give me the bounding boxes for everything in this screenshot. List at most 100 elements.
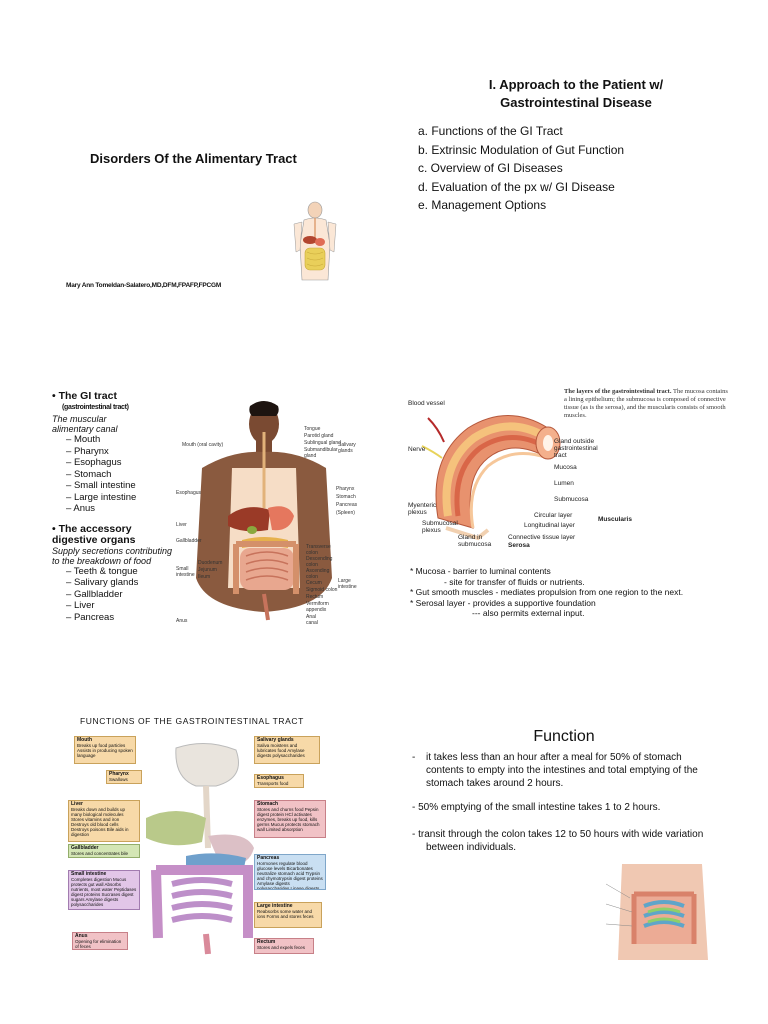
paragraph-1: - it takes less than an hour after a mea… bbox=[412, 752, 722, 790]
list-item: Gallbladder bbox=[66, 589, 172, 601]
box-rectum-desc: Stores and expels feces bbox=[257, 945, 306, 950]
list-item: Stomach bbox=[66, 469, 172, 481]
note-line: * Mucosa - barrier to luminal contents bbox=[410, 566, 551, 576]
list-item: Salivary glands bbox=[66, 577, 172, 589]
box-small-intestine-desc: Completes digestion Mucus protects gut w… bbox=[71, 877, 137, 907]
fig-label-gallbladder: Gallbladder bbox=[176, 538, 202, 544]
list-item: Pharynx bbox=[66, 446, 172, 458]
gi-tract-heading: • The GI tract bbox=[52, 390, 117, 402]
slide-2-list: a. Functions of the GI Tract b. Extrinsi… bbox=[418, 122, 624, 215]
abdomen-image bbox=[604, 864, 722, 960]
box-anus-title: Anus bbox=[75, 933, 88, 939]
box-esophagus-title: Esophagus bbox=[257, 775, 284, 781]
accessory-list: Teeth & tongue Salivary glands Gallbladd… bbox=[52, 566, 172, 624]
box-anus-desc: Opening for elimination of feces bbox=[75, 939, 122, 949]
box-large-intestine-title: Large intestine bbox=[257, 903, 293, 909]
box-gallbladder-title: Gallbladder bbox=[71, 845, 99, 851]
box-stomach-desc: Stores and churns food Pepsin digest pro… bbox=[257, 807, 320, 832]
label-lumen: Lumen bbox=[554, 480, 574, 487]
note-line: - site for transfer of fluids or nutrien… bbox=[444, 576, 585, 587]
digestive-figure-small bbox=[293, 201, 337, 281]
layers-caption-bold: The layers of the gastrointestinal tract… bbox=[564, 388, 672, 395]
label-gland-submucosa: Gland in submucosa bbox=[458, 534, 492, 548]
list-item: Small intestine bbox=[66, 480, 172, 492]
slide-5: FUNCTIONS OF THE GASTROINTESTINAL TRACT … bbox=[0, 680, 384, 1024]
list-item: a. Functions of the GI Tract bbox=[418, 124, 563, 138]
accessory-heading: • The accessory digestive organs bbox=[52, 522, 136, 546]
label-connective: Connective tissue layer bbox=[508, 534, 576, 541]
list-item: Anus bbox=[66, 503, 172, 515]
slide-1-title: Disorders Of the Alimentary Tract bbox=[90, 151, 297, 166]
slide-6-body: - it takes less than an hour after a mea… bbox=[412, 752, 722, 855]
fig-label-salivary: Salivary glands bbox=[338, 442, 356, 454]
note-line: --- also permits external input. bbox=[472, 608, 585, 618]
slide-6: Function - it takes less than an hour af… bbox=[384, 680, 768, 1024]
fig-label-tongue: Tongue bbox=[304, 426, 321, 432]
torso-illustration bbox=[196, 401, 332, 621]
fig-label-liver: Liver bbox=[176, 522, 187, 528]
list-item: Liver bbox=[66, 600, 172, 612]
accessory-title: The accessory digestive organs bbox=[52, 522, 136, 546]
paragraph-3: - transit through the colon takes 12 to … bbox=[412, 829, 704, 853]
gi-layers-illustration bbox=[421, 415, 561, 541]
label-gland-outside: Gland outside gastrointestinal tract bbox=[554, 438, 598, 459]
paragraph-2: - 50% emptying of the small intestine ta… bbox=[412, 802, 661, 814]
fig-label-sigmoid: Sigmoid colon bbox=[306, 587, 338, 593]
label-serosa: Serosa bbox=[508, 542, 530, 549]
box-pharynx-title: Pharynx bbox=[109, 771, 129, 777]
box-pancreas-desc: Hormones regulate blood glucose levels B… bbox=[257, 861, 323, 890]
gi-tract-title: The GI tract bbox=[58, 390, 117, 402]
fig-label-duodenum: Duodenum bbox=[198, 560, 223, 566]
fig-label-parotid: Parotid gland bbox=[304, 433, 334, 439]
slide-2: I. Approach to the Patient w/ Gastrointe… bbox=[384, 0, 768, 340]
label-nerve: Nerve bbox=[408, 446, 426, 453]
fig-label-spleen: (Spleen) bbox=[336, 510, 355, 516]
box-esophagus-desc: Transports food bbox=[257, 781, 289, 786]
list-item: c. Overview of GI Diseases bbox=[418, 161, 563, 175]
slide-1: Disorders Of the Alimentary Tract Mary A… bbox=[0, 0, 384, 340]
paragraph-1-text: it takes less than an hour after a meal … bbox=[426, 752, 698, 789]
box-large-intestine-desc: Reabsorbs some water and ions Forms and … bbox=[257, 909, 314, 919]
layers-caption: The layers of the gastrointestinal tract… bbox=[564, 388, 728, 420]
box-gallbladder-desc: Stores and concentrates bile bbox=[71, 851, 129, 856]
slide-4: The layers of the gastrointestinal tract… bbox=[384, 340, 768, 680]
layers-figure: The layers of the gastrointestinal tract… bbox=[408, 388, 728, 552]
fig-label-mouth: Mouth (oral cavity) bbox=[182, 442, 224, 448]
box-pharynx-desc: Swallows bbox=[109, 777, 128, 782]
fig-label-appendix: Vermiform appendix bbox=[306, 601, 329, 613]
fig-label-ileum: Ileum bbox=[198, 574, 211, 580]
fig-label-cecum: Cecum bbox=[306, 580, 322, 586]
slide-2-title-line2: Gastrointestinal Disease bbox=[500, 95, 652, 110]
fig-label-descending: Descending colon bbox=[306, 556, 333, 568]
slide-2-title-line1: I. Approach to the Patient w/ bbox=[488, 77, 664, 92]
gi-tract-sub: (gastrointestinal tract) bbox=[62, 404, 129, 411]
fig-label-small-intestine: Small intestine bbox=[176, 566, 195, 578]
fig-label-stomach: Stomach bbox=[336, 494, 356, 500]
digestive-system-illustration bbox=[146, 743, 254, 955]
fig-label-anal-canal: Anal canal bbox=[306, 614, 318, 626]
fig-label-ascending: Ascending colon bbox=[306, 568, 330, 580]
layers-caption-rest: The mucosa contains a lining epithelium;… bbox=[564, 388, 728, 419]
fig-label-transverse: Transverse colon bbox=[306, 544, 331, 556]
list-item: Mouth bbox=[66, 434, 172, 446]
note-line: * Serosal layer - provides a supportive … bbox=[410, 597, 596, 608]
box-liver-title: Liver bbox=[71, 801, 83, 807]
list-item: b. Extrinsic Modulation of Gut Function bbox=[418, 142, 625, 157]
box-stomach-title: Stomach bbox=[257, 801, 279, 807]
gi-tract-section: • The GI tract (gastrointestinal tract) … bbox=[52, 390, 172, 623]
box-liver-desc: Breaks down and builds up many biologica… bbox=[71, 807, 129, 837]
slide-6-title: Function bbox=[533, 728, 595, 745]
slide-3: • The GI tract (gastrointestinal tract) … bbox=[0, 340, 384, 680]
label-circular: Circular layer bbox=[534, 512, 573, 519]
box-salivary-title: Salivary glands bbox=[257, 737, 294, 743]
